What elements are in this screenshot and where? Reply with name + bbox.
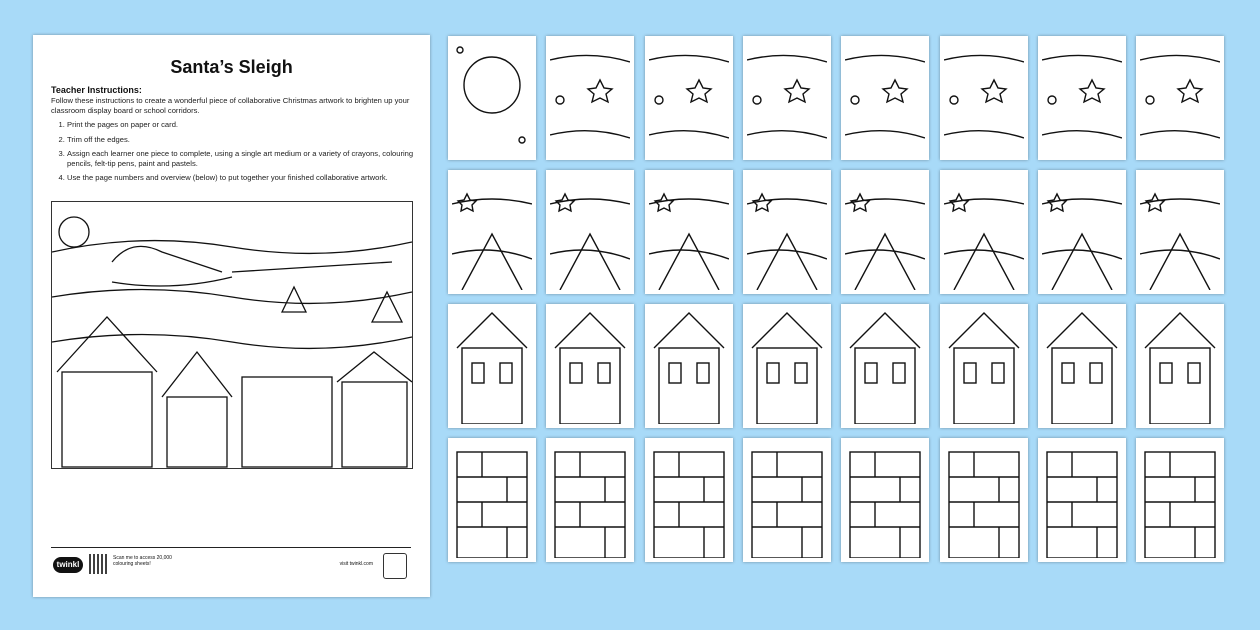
tile-line-art [653, 312, 725, 424]
tile-line-art [648, 192, 729, 290]
tile-line-art [947, 451, 1020, 558]
tile-line-art [652, 451, 725, 558]
puzzle-tile [1037, 304, 1126, 428]
puzzle-tile [644, 438, 733, 562]
puzzle-tile [841, 304, 930, 428]
puzzle-tile [546, 170, 635, 294]
visit-link[interactable]: visit twinkl.com [339, 561, 373, 567]
puzzle-tile [448, 36, 536, 160]
tile-line-art [849, 312, 921, 424]
puzzle-tile [546, 36, 635, 160]
puzzle-tile [1136, 304, 1225, 428]
puzzle-tile [644, 304, 733, 428]
page-title: Santa’s Sleigh [170, 57, 293, 77]
puzzle-tile [742, 304, 831, 428]
instructions-steps: Print the pages on paper or card. Trim o… [51, 120, 416, 182]
puzzle-tile [1037, 36, 1126, 160]
step-4: Use the page numbers and overview (below… [67, 173, 416, 182]
puzzle-tile [939, 438, 1028, 562]
puzzle-tile [939, 170, 1028, 294]
tile-line-art [849, 451, 921, 558]
puzzle-tile [546, 438, 635, 562]
tile-line-art [1041, 54, 1122, 139]
tile-line-art [948, 312, 1019, 424]
tile-line-art [456, 451, 528, 558]
tile-line-art [1144, 312, 1216, 424]
tile-line-art [456, 312, 528, 424]
qr-code-icon [89, 554, 107, 574]
tile-line-art [751, 312, 823, 424]
puzzle-tile [939, 304, 1028, 428]
tile-line-art [550, 192, 631, 290]
puzzle-tile [1136, 170, 1225, 294]
tile-line-art [1140, 192, 1221, 290]
puzzle-tile [1136, 36, 1225, 160]
puzzle-tile [546, 304, 635, 428]
tile-line-art [845, 192, 926, 290]
tile-line-art [746, 192, 827, 290]
teacher-instructions: Teacher Instructions: Follow these instr… [51, 85, 416, 188]
tile-line-art [1041, 192, 1122, 290]
tile-line-art [845, 54, 926, 139]
page-footer: twinkl Scan me to access 20,000 colourin… [51, 547, 411, 586]
instruction-page: Santa’s Sleigh Teacher Instructions: Fol… [33, 35, 430, 597]
tile-line-art [943, 54, 1024, 139]
puzzle-tile [742, 36, 831, 160]
puzzle-tile [742, 438, 831, 562]
puzzle-tile [841, 170, 930, 294]
puzzle-tile [742, 170, 831, 294]
tile-line-art [456, 46, 526, 144]
puzzle-tile [448, 304, 536, 428]
tile-line-art [452, 192, 532, 290]
tile-line-art [1046, 312, 1118, 424]
step-3: Assign each learner one piece to complet… [67, 149, 416, 168]
tile-line-art [1046, 451, 1118, 558]
instructions-intro: Follow these instructions to create a wo… [51, 96, 410, 115]
puzzle-tile [448, 170, 536, 294]
puzzle-tile [841, 36, 930, 160]
puzzle-tile [448, 438, 536, 562]
tile-line-art [751, 451, 823, 558]
twinkl-logo: twinkl [53, 557, 83, 573]
step-1: Print the pages on paper or card. [67, 120, 416, 129]
tile-line-art [554, 312, 626, 424]
step-2: Trim off the edges. [67, 135, 416, 144]
scan-text: Scan me to access 20,000 colouring sheet… [113, 555, 172, 567]
puzzle-tile [939, 36, 1028, 160]
tile-line-art [550, 54, 631, 139]
puzzle-tile [644, 36, 733, 160]
puzzle-tile [1037, 170, 1126, 294]
tile-line-art [943, 192, 1024, 290]
tile-line-art [648, 54, 729, 139]
puzzle-tile [644, 170, 733, 294]
quality-badge-icon [383, 553, 407, 579]
instructions-heading: Teacher Instructions: [51, 85, 142, 95]
tile-line-art [1144, 451, 1216, 558]
tile-line-art [554, 451, 626, 558]
puzzle-tile [841, 438, 930, 562]
tile-line-art [1140, 54, 1221, 139]
puzzle-tile [1037, 438, 1126, 562]
tile-line-art [746, 54, 827, 139]
artwork-overview-image [51, 201, 413, 469]
puzzle-tile [1136, 438, 1225, 562]
